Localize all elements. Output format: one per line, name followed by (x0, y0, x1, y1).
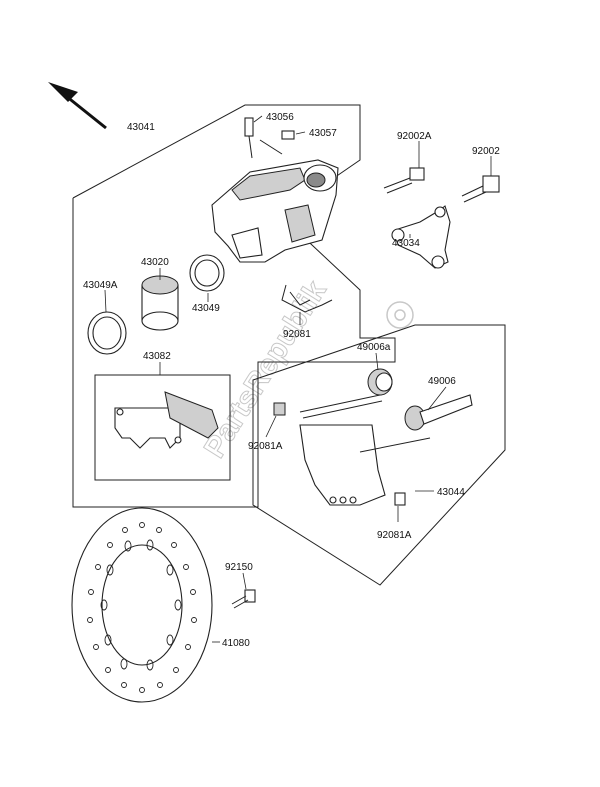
label-43049: 43049 (192, 303, 220, 314)
disc-bolt (231, 589, 256, 609)
label-92002A: 92002A (397, 131, 432, 142)
pad-set-box (94, 374, 231, 481)
label-92081: 92081 (283, 329, 311, 340)
caliper-assembly-outline (72, 104, 396, 508)
label-43041: 43041 (127, 122, 155, 133)
label-43082: 43082 (143, 351, 171, 362)
bracket-assembly-outline (252, 324, 506, 586)
caliper-body (211, 159, 339, 263)
clip-92081A-1 (273, 402, 286, 416)
caliper-bracket (391, 205, 451, 269)
label-92081A-2: 92081A (377, 530, 412, 541)
dust-seal (87, 311, 127, 355)
pad-pin (259, 130, 295, 155)
piston (141, 275, 179, 331)
label-49006a: 49006a (357, 342, 391, 353)
label-92150: 92150 (225, 562, 253, 573)
label-92081A-1: 92081A (248, 441, 283, 452)
leader-lines (104, 115, 492, 643)
bolt-92002 (461, 175, 500, 203)
label-43044: 43044 (437, 487, 465, 498)
boot-49006a (367, 368, 393, 396)
brake-disc (71, 507, 213, 703)
label-92002: 92002 (472, 146, 500, 157)
pad-spring (281, 284, 333, 313)
label-43049A: 43049A (83, 280, 118, 291)
label-43057: 43057 (309, 128, 337, 139)
label-43020: 43020 (141, 257, 169, 268)
bleeder-screw (244, 117, 254, 159)
brake-pads (114, 391, 219, 449)
clip-92081A-2 (394, 492, 406, 506)
part-labels: 43041 43056 43057 92002A 92002 43034 430… (83, 112, 500, 649)
bolt-92002A (383, 167, 425, 194)
label-41080: 41080 (222, 638, 250, 649)
label-49006: 49006 (428, 376, 456, 387)
caliper-holder (299, 394, 431, 506)
label-43034: 43034 (392, 238, 420, 249)
boot-49006 (404, 394, 473, 431)
piston-seal (189, 254, 225, 292)
gear-icon (386, 301, 414, 329)
label-43056: 43056 (266, 112, 294, 123)
direction-arrow-icon (48, 82, 107, 130)
